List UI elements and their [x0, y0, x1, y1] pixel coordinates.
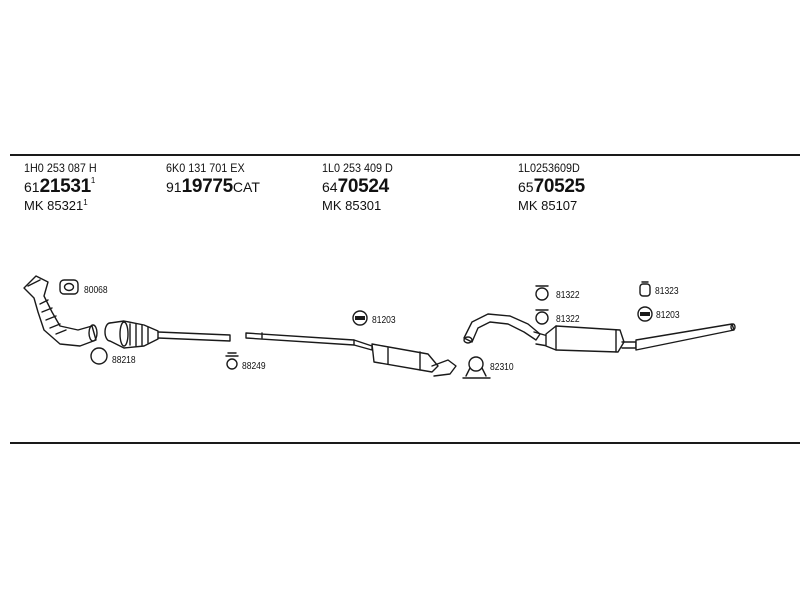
- mk-number-text: MK 85321: [24, 198, 84, 213]
- part-number-main: 19775: [181, 176, 234, 197]
- part-number: 61215311: [24, 176, 105, 197]
- part-number-prefix: 65: [518, 179, 534, 195]
- part-number: 6570525: [518, 177, 587, 196]
- label-81322-a: 81322: [556, 290, 580, 301]
- hanger-drawing-81203-b: [637, 306, 653, 322]
- gasket-drawing-80068: [59, 279, 79, 295]
- front-pipe-drawing: [23, 275, 98, 347]
- oe-number: 1L0253609D: [518, 161, 580, 175]
- part-number-prefix: 91: [166, 179, 182, 195]
- mk-number: MK 853211: [24, 198, 105, 213]
- label-81203-b: 81203: [656, 310, 680, 321]
- mk-number: MK 85107: [518, 198, 578, 213]
- mount-drawing-81323: [639, 281, 651, 297]
- part-number: 6470524: [322, 177, 401, 196]
- mount-drawing-81322-b: [535, 309, 549, 325]
- rear-silencer-drawing: [463, 313, 736, 353]
- part-number-main: 70524: [337, 176, 390, 197]
- middle-silencer-drawing: [245, 332, 457, 377]
- label-81322-b: 81322: [556, 314, 580, 325]
- part-number-sup: 1: [90, 176, 96, 185]
- mk-number: MK 85301: [322, 198, 382, 213]
- clamp-drawing-88249: [225, 352, 239, 370]
- catalyst-drawing: [104, 320, 231, 349]
- label-88249: 88249: [242, 361, 266, 372]
- part-number-suffix: CAT: [232, 179, 260, 195]
- label-81203-a: 81203: [372, 315, 396, 326]
- part-block-catalyst: 6K0 131 701 EX 9119775CAT: [166, 162, 260, 196]
- oe-number: 1H0 253 087 H: [24, 161, 97, 175]
- oe-number: 6K0 131 701 EX: [166, 161, 245, 175]
- oe-number: 1L0 253 409 D: [322, 161, 393, 175]
- label-88218: 88218: [112, 355, 136, 366]
- bottom-rule: [10, 442, 800, 444]
- hanger-drawing-81203-a: [352, 310, 368, 326]
- part-block-front-pipe: 1H0 253 087 H 61215311 MK 853211: [24, 162, 105, 212]
- clamp-drawing-82310: [462, 356, 491, 379]
- part-number-main: 21531: [39, 176, 92, 197]
- label-80068: 80068: [84, 285, 108, 296]
- part-block-middle-silencer: 1L0 253 409 D 6470524 MK 85301: [322, 162, 401, 212]
- ring-drawing-88218: [90, 347, 108, 365]
- part-block-rear-silencer: 1L0253609D 6570525 MK 85107: [518, 162, 587, 212]
- mk-number-sup: 1: [83, 198, 88, 207]
- part-number: 9119775CAT: [166, 177, 260, 196]
- label-81323: 81323: [655, 286, 679, 297]
- mount-drawing-81322-a: [535, 285, 549, 301]
- label-82310: 82310: [490, 362, 514, 373]
- top-rule: [10, 154, 800, 156]
- part-number-prefix: 61: [24, 179, 40, 195]
- part-number-prefix: 64: [322, 179, 338, 195]
- part-number-main: 70525: [533, 176, 586, 197]
